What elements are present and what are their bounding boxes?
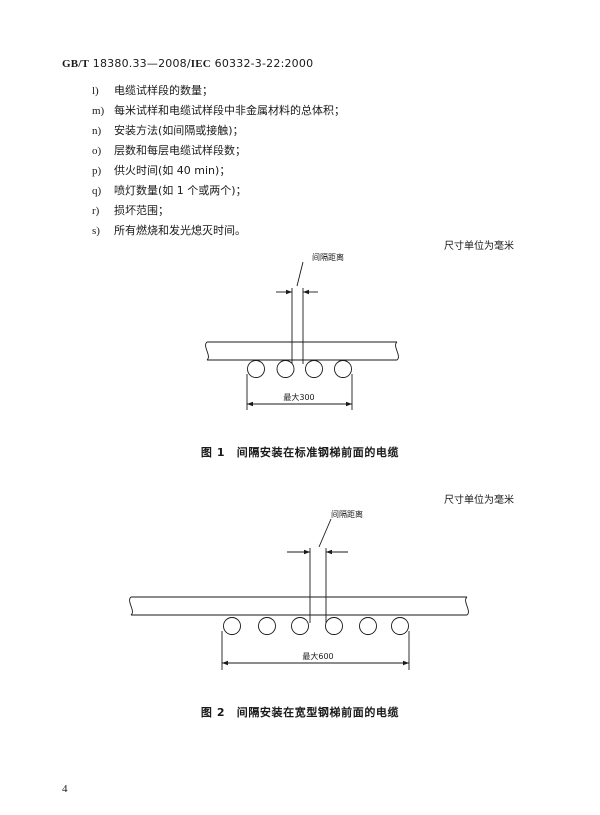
figure2-cable xyxy=(291,617,309,635)
figure1-caption: 图 1 间隔安装在标准钢梯前面的电缆 xyxy=(200,446,400,459)
figure2-cable xyxy=(223,617,241,635)
figure2-cable xyxy=(359,617,377,635)
figure1-spacing-label: 间隔距离 xyxy=(312,252,344,262)
list-item: q) 喷灯数量(如 1 个或两个)； xyxy=(92,181,345,201)
figure2-unit-note: 尺寸单位为毫米 xyxy=(444,495,514,506)
iec-prefix: IEC xyxy=(190,58,211,70)
figure1-diagram: 间隔距离 最大300 xyxy=(205,252,399,410)
page-number: 4 xyxy=(62,783,68,795)
figure2-cable xyxy=(258,617,276,635)
list-item-label: n) xyxy=(92,125,102,137)
list-item-text: 所有燃烧和发光熄灭时间。 xyxy=(114,224,246,237)
list-item-label: m) xyxy=(92,105,105,117)
figure1-rung-break-right xyxy=(395,341,399,361)
figure1-unit-note: 尺寸单位为毫米 xyxy=(444,241,514,252)
list-item: p) 供火时间(如 40 min)； xyxy=(92,161,345,181)
list-item-text: 安装方法(如间隔或接触)； xyxy=(114,124,244,137)
figure1-arrowhead xyxy=(286,289,292,295)
list-item-text: 电缆试样段的数量； xyxy=(114,84,213,97)
list-item: m) 每米试样和电缆试样段中非金属材料的总体积； xyxy=(92,101,345,121)
figure1-arrowhead xyxy=(303,289,309,295)
list-item: r) 损坏范围； xyxy=(92,201,345,221)
figure2-spacing-label: 间隔距离 xyxy=(331,509,363,519)
list-item-label: r) xyxy=(92,205,100,217)
list-item: l) 电缆试样段的数量； xyxy=(92,81,345,101)
report-items-list: l) 电缆试样段的数量； m) 每米试样和电缆试样段中非金属材料的总体积； n) 安装… xyxy=(92,81,345,241)
list-item: n) 安装方法(如间隔或接触)； xyxy=(92,121,345,141)
figure1-cable xyxy=(334,360,352,378)
list-item-label: l) xyxy=(92,85,99,97)
figure2-arrowhead xyxy=(304,549,310,555)
figure1-cable xyxy=(276,360,295,378)
figure1-rung-break-left xyxy=(205,341,209,361)
figure1-width-label: 最大300 xyxy=(283,392,314,402)
list-item-text: 供火时间(如 40 min)； xyxy=(114,164,231,177)
figure2-rung-break-left xyxy=(129,596,133,616)
figure1-leader-line xyxy=(296,261,304,287)
figure1-cable xyxy=(305,360,323,378)
figure2-diagram: 间隔距离 最大600 xyxy=(129,509,469,670)
figure1-cable xyxy=(247,360,265,378)
figure1-arrowhead xyxy=(247,401,253,407)
figure2-arrowhead xyxy=(222,660,228,666)
list-item: s) 所有燃烧和发光熄灭时间。 xyxy=(92,221,345,241)
document-header: GB/T 18380.33—2008/IEC 60332-3-22:2000 xyxy=(62,57,313,70)
iec-number: 60332-3-22:2000 xyxy=(210,57,314,70)
list-item-label: q) xyxy=(92,185,102,197)
figure2-cable xyxy=(325,617,343,635)
list-item-text: 损坏范围； xyxy=(114,204,169,217)
figure2-leader-line xyxy=(318,518,332,548)
list-item-text: 每米试样和电缆试样段中非金属材料的总体积； xyxy=(114,104,345,117)
figure2-arrowhead xyxy=(403,660,409,666)
figure2-cable xyxy=(391,617,409,635)
figure2-width-label: 最大600 xyxy=(302,651,333,661)
standard-prefix: GB/T xyxy=(62,58,90,70)
figure1-arrowhead xyxy=(346,401,352,407)
figure2-arrowhead xyxy=(326,549,332,555)
list-item-text: 喷灯数量(如 1 个或两个)； xyxy=(114,184,247,197)
list-item-label: s) xyxy=(92,225,100,237)
figure2-rung-break-right xyxy=(465,596,469,616)
list-item-label: p) xyxy=(92,165,102,177)
standard-number: 18380.33—2008/ xyxy=(89,57,191,70)
list-item-text: 层数和每层电缆试样段数； xyxy=(114,144,246,157)
list-item: o) 层数和每层电缆试样段数； xyxy=(92,141,345,161)
figure2-caption: 图 2 间隔安装在宽型钢梯前面的电缆 xyxy=(200,706,400,719)
list-item-label: o) xyxy=(92,145,102,157)
